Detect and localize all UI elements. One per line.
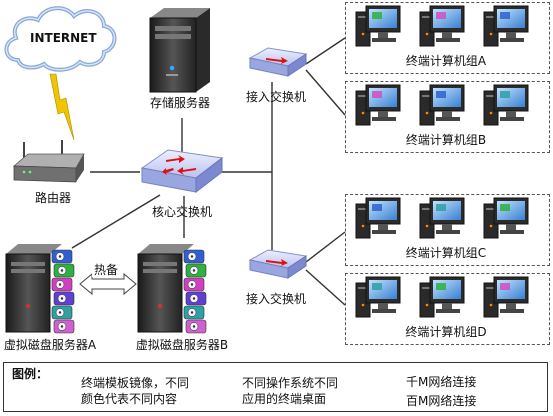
terminal-group-b-box — [345, 81, 550, 153]
vdisk-server-b-icon — [137, 244, 207, 334]
legend-image-desc-line1: 终端模板镜像，不同 — [81, 376, 190, 390]
terminal-pc-icon — [355, 276, 401, 318]
access-switch-top-icon — [248, 47, 308, 77]
vdisk-server-a-icon — [5, 244, 75, 334]
link-access-bottom-group-d — [305, 269, 346, 306]
disk-image-icon — [53, 291, 75, 306]
vdisk-server-a-label: 虚拟磁盘服务器A — [3, 338, 97, 352]
legend-gigabit-label: 千M网络连接 — [406, 375, 477, 389]
link-access-top-group-a — [305, 37, 346, 65]
terminal-pc-icon — [483, 276, 529, 318]
disk-image-icon — [51, 277, 73, 292]
core-switch-label: 核心交换机 — [151, 205, 213, 219]
disk-image-icon — [183, 305, 205, 320]
access-switch-top-label: 接入交换机 — [245, 90, 307, 104]
lightning-icon — [49, 73, 75, 141]
legend-desktop-desc-line1: 不同操作系统不同 — [242, 376, 339, 390]
link-core-vdisk-a — [71, 194, 161, 249]
terminal-group-c-label: 终端计算机组C — [405, 246, 487, 260]
disk-image-icon — [51, 249, 73, 264]
router-label: 路由器 — [34, 191, 72, 205]
terminal-pc-icon — [419, 5, 465, 47]
legend-title: 图例： — [12, 367, 49, 381]
legend-desktop-desc-line2: 应用的终端桌面 — [242, 392, 327, 406]
disk-image-icon — [185, 263, 207, 278]
legend-image-desc-line2: 颜色代表不同内容 — [81, 392, 178, 406]
terminal-group-d-box — [345, 273, 550, 345]
link-access-top-group-b — [305, 69, 346, 116]
link-access-bottom-group-c — [305, 231, 346, 263]
core-switch-icon — [140, 149, 224, 194]
terminal-pc-icon — [355, 5, 401, 47]
disk-image-icon — [185, 319, 207, 334]
terminal-group-a-box — [345, 2, 550, 74]
terminal-pc-icon — [355, 197, 401, 239]
terminal-group-c-box — [345, 194, 550, 266]
terminal-pc-icon — [419, 84, 465, 126]
internet-cloud — [4, 6, 117, 72]
hot-standby-arrow — [79, 272, 137, 296]
disk-image-icon — [183, 249, 205, 264]
terminal-pc-icon — [355, 84, 401, 126]
disk-image-icon — [53, 263, 75, 278]
terminal-pcs — [355, 5, 529, 318]
access-switch-bottom-label: 接入交换机 — [245, 292, 307, 306]
vdisk-server-b-label: 虚拟磁盘服务器B — [135, 338, 229, 352]
internet-label: INTERNET — [30, 31, 97, 45]
access-switch-bottom-icon — [248, 249, 308, 279]
terminal-pc-icon — [419, 276, 465, 318]
terminal-pc-icon — [483, 197, 529, 239]
disk-image-icon — [183, 277, 205, 292]
legend-box: 图例： 终端模板镜像，不同 颜色代表不同内容 不同操作系统不同 应用的终端桌面 … — [3, 362, 548, 412]
terminal-pc-icon — [483, 84, 529, 126]
legend-hundred-label: 百M网络连接 — [406, 394, 477, 408]
router-icon — [12, 140, 85, 183]
disk-image-icon — [185, 291, 207, 306]
storage-server-label: 存储服务器 — [149, 96, 211, 110]
disk-image-icon — [53, 319, 75, 334]
terminal-group-d-label: 终端计算机组D — [405, 325, 487, 339]
storage-server-icon — [149, 8, 210, 93]
terminal-pc-icon — [483, 5, 529, 47]
disk-image-icon — [51, 305, 73, 320]
terminal-pc-icon — [419, 197, 465, 239]
terminal-group-a-label: 终端计算机组A — [405, 54, 487, 68]
network-links — [71, 37, 346, 306]
terminal-group-b-label: 终端计算机组B — [405, 133, 487, 147]
hot-standby-label: 热备 — [91, 263, 121, 277]
